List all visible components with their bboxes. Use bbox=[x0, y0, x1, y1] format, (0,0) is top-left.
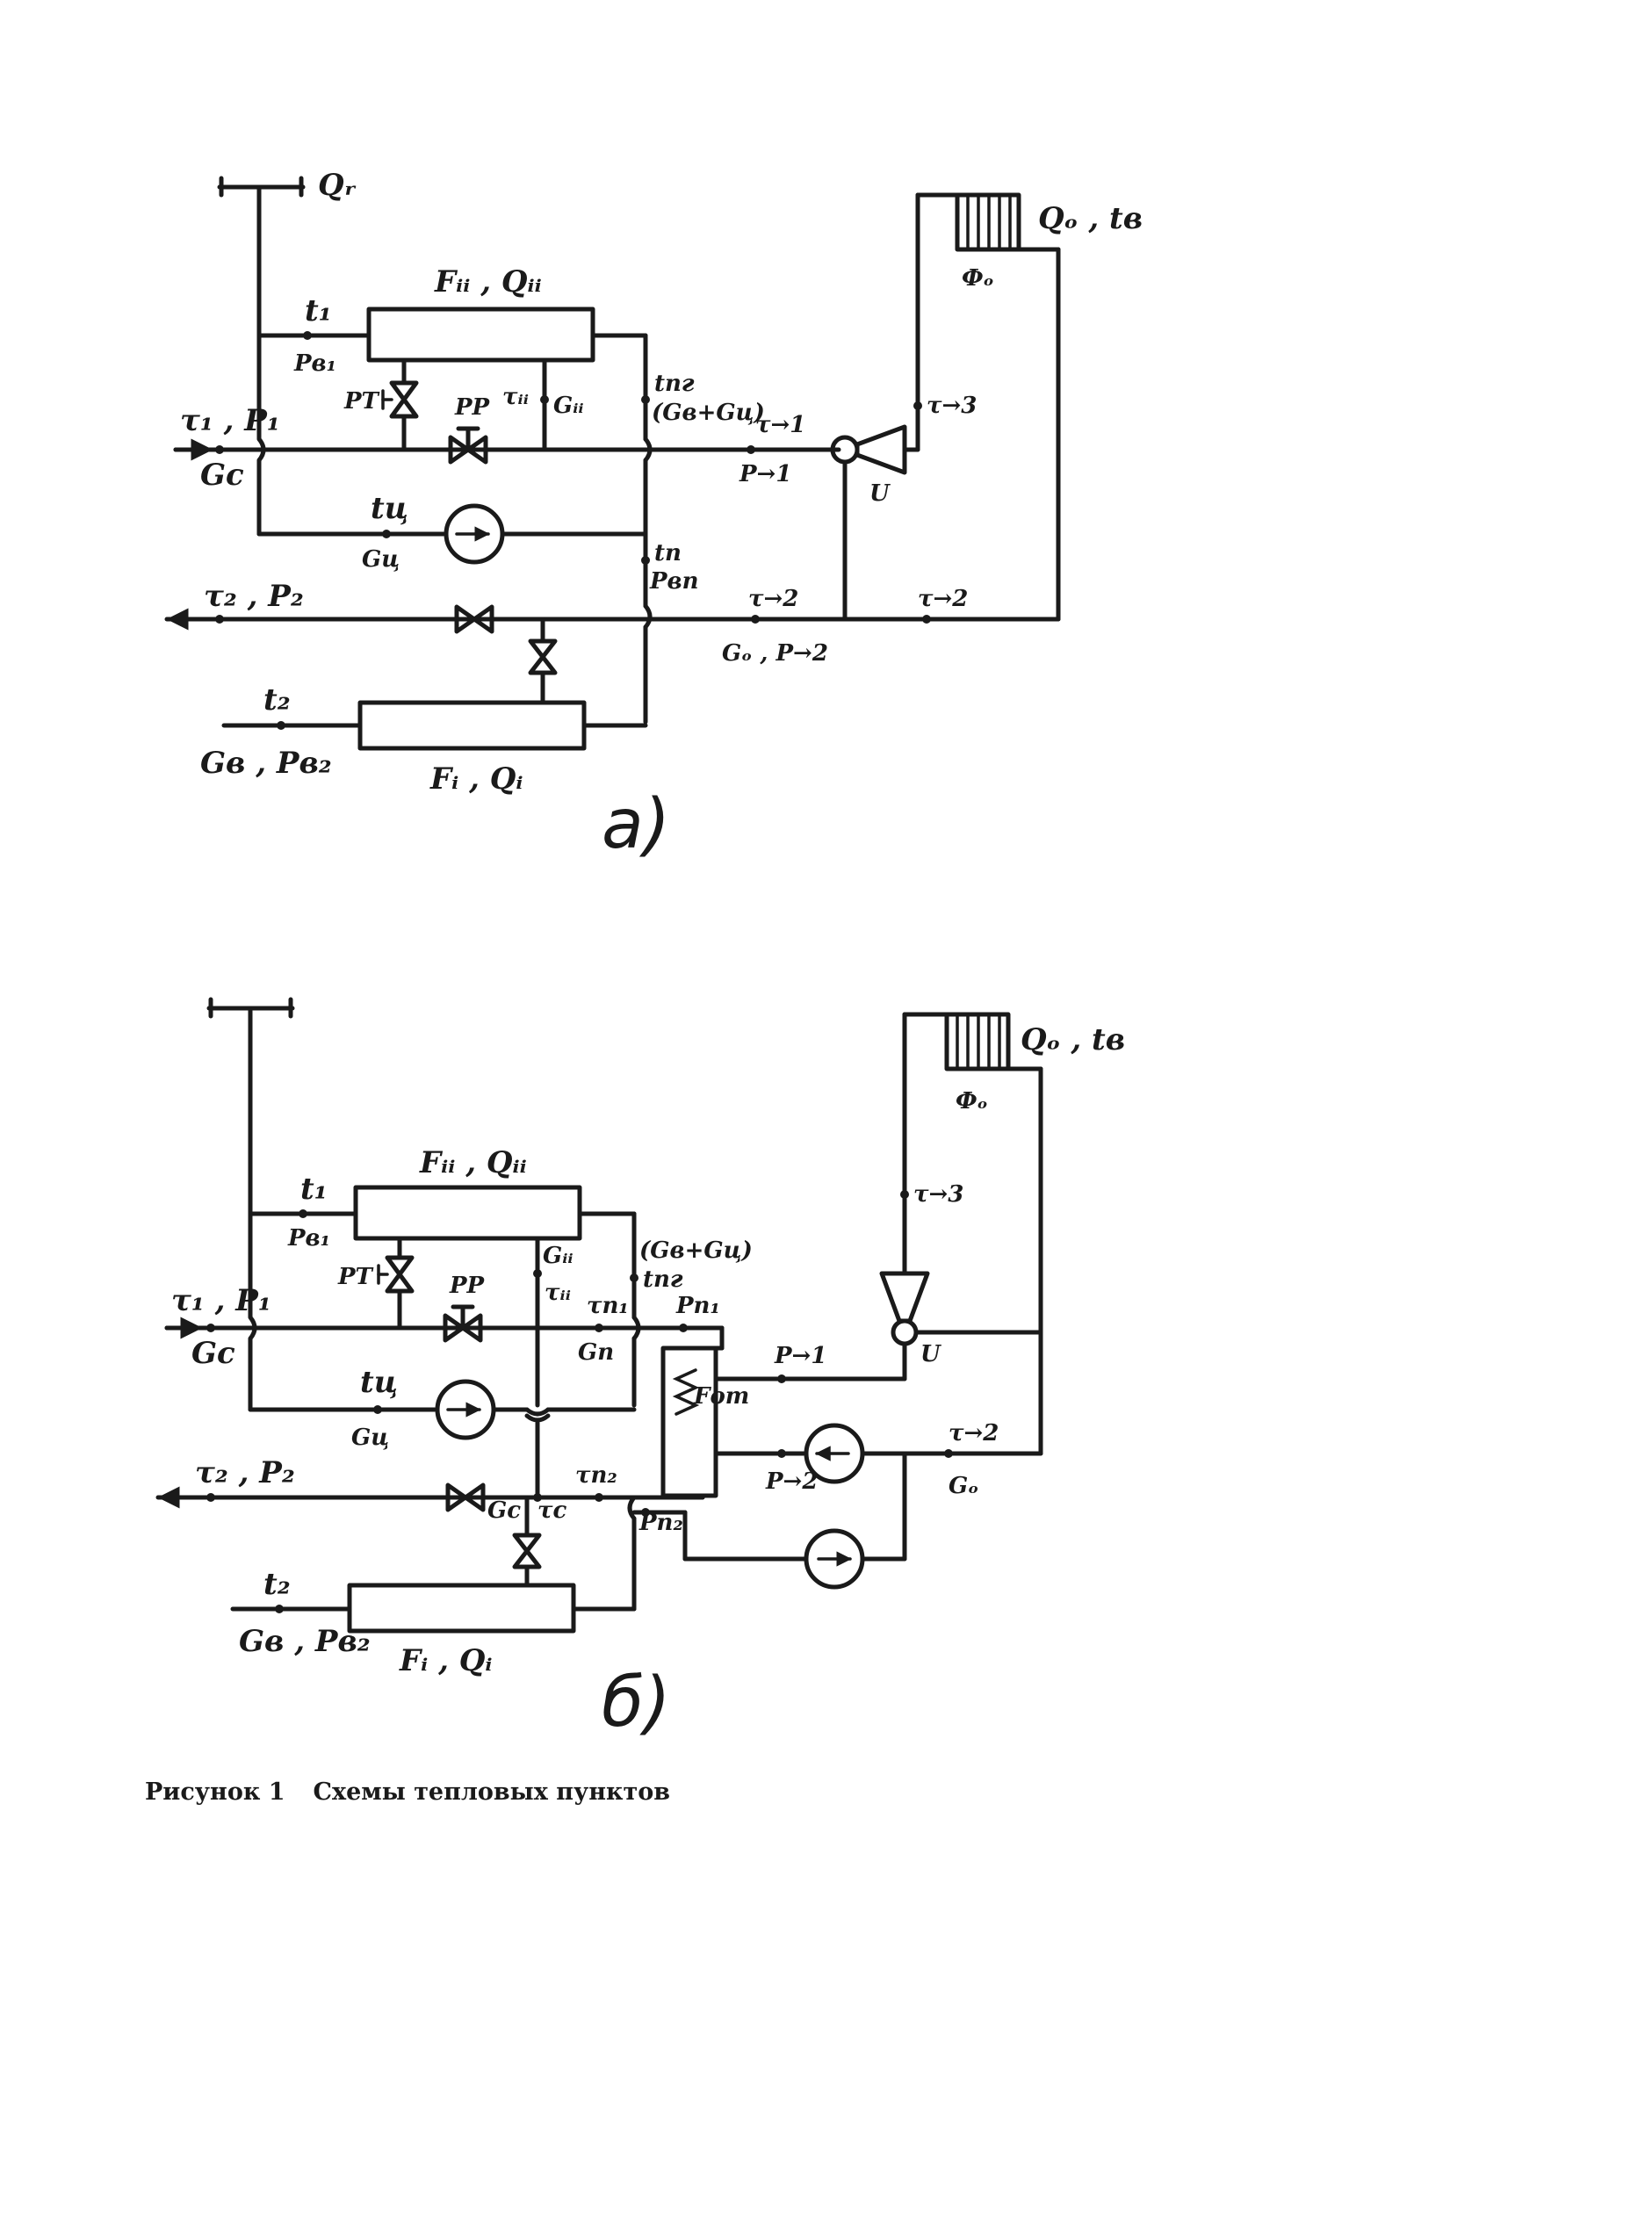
label-t1-a: t₁ bbox=[305, 293, 332, 328]
label-g-ii-a: Gᵢᵢ bbox=[553, 393, 584, 419]
hot-water-tap-a bbox=[217, 176, 306, 338]
label-tau-o1-a: τ→1 bbox=[755, 412, 805, 438]
panel-tag-a: а) bbox=[602, 785, 670, 864]
heat-exchanger-coil-b bbox=[672, 1368, 700, 1416]
label-pv-p-a: Pвп bbox=[649, 568, 699, 595]
label-tc-b: tц bbox=[360, 1365, 398, 1400]
label-heat-exchanger-b: Fот bbox=[693, 1383, 749, 1410]
rt-valve-b bbox=[377, 1236, 415, 1331]
label-heater-stage2-a: Fᵢᵢ , Qᵢᵢ bbox=[434, 264, 542, 299]
heater-stage2-a bbox=[366, 307, 595, 363]
label-radiator-b: Фₒ bbox=[956, 1088, 988, 1115]
heater-stage2-b bbox=[353, 1185, 582, 1241]
label-tc-a: tц bbox=[371, 491, 408, 526]
label-g-c2-b: Gс bbox=[487, 1497, 521, 1524]
heater-stage1-a bbox=[357, 700, 587, 751]
label-tau-ii-a: τᵢᵢ bbox=[502, 384, 529, 410]
radiator-a bbox=[915, 192, 1061, 622]
figure-title: Схемы тепловых пунктов bbox=[313, 1778, 671, 1806]
label-rr-a: РР bbox=[454, 394, 491, 421]
label-tau-p2-b: τп₂ bbox=[575, 1462, 617, 1489]
ejector-a bbox=[855, 424, 907, 475]
label-tau-p1-b: τп₁ bbox=[587, 1293, 629, 1319]
label-heater-stage2-b: Fᵢᵢ , Qᵢᵢ bbox=[419, 1145, 527, 1180]
rr-valve-b bbox=[443, 1304, 483, 1343]
label-tau-o3-b: τ→3 bbox=[913, 1181, 963, 1208]
label-gc-b: Gс bbox=[191, 1336, 235, 1371]
stage1-valve-a bbox=[528, 638, 558, 675]
label-tau-o2-right-a: τ→2 bbox=[918, 586, 968, 612]
label-supply-a: τ₁ , P₁ bbox=[180, 403, 280, 438]
heater-stage1-b bbox=[347, 1583, 576, 1634]
label-ejector-b: U bbox=[920, 1341, 941, 1367]
label-gcirc-a: Gц bbox=[362, 546, 400, 573]
label-gv-pv2-b: Gв , Pв₂ bbox=[239, 1624, 371, 1659]
ejector-nozzle-b bbox=[891, 1318, 919, 1346]
label-t-p-a: tп bbox=[654, 540, 682, 566]
label-p-p1-b: Pп₁ bbox=[675, 1293, 720, 1319]
label-gc-a: Gс bbox=[200, 458, 244, 493]
label-gcirc-b: Gц bbox=[351, 1425, 389, 1451]
label-t1-b: t₁ bbox=[300, 1172, 328, 1207]
label-g-sum-b: (Gв+Gц) bbox=[639, 1237, 753, 1264]
label-rt-a: РТ bbox=[343, 388, 380, 415]
label-g-p-b: Gп bbox=[578, 1339, 614, 1366]
heat-exchanger-b bbox=[660, 1345, 718, 1498]
label-p-o1-a: P→1 bbox=[739, 461, 791, 487]
label-return-a: τ₂ , P₂ bbox=[204, 579, 304, 614]
label-tau-o3-a: τ→3 bbox=[927, 393, 977, 419]
label-t-pg-a: tпг bbox=[654, 371, 695, 397]
label-heater-stage1-a: Fᵢ , Qᵢ bbox=[429, 761, 523, 797]
label-pv1-b: Pв₁ bbox=[287, 1225, 330, 1252]
label-radiator-load-a: Qₒ , tв bbox=[1038, 201, 1143, 236]
rr-valve-a bbox=[448, 426, 488, 465]
panel-a: Qᵣ Fᵢᵢ , Qᵢᵢ t₁ Pв₁ РТ τ₁ , P₁ Gс РР bbox=[164, 168, 1143, 864]
label-supply-b: τ₁ , P₁ bbox=[171, 1283, 271, 1318]
stage1-valve-b bbox=[512, 1533, 542, 1569]
label-g-o-b: Gₒ bbox=[949, 1473, 978, 1499]
figure-caption: Рисунок 1 Схемы тепловых пунктов bbox=[145, 1778, 698, 1806]
return-valve-b bbox=[445, 1483, 486, 1512]
label-tau-o2-left-a: τ→2 bbox=[748, 586, 798, 612]
label-rt-b: РТ bbox=[337, 1264, 374, 1290]
label-g-sum-a: (Gв+Gц) bbox=[652, 400, 765, 426]
radiator-b bbox=[902, 1012, 1043, 1456]
label-tau-o2-b: τ→2 bbox=[949, 1420, 999, 1446]
label-g-ii-b: Gᵢᵢ bbox=[543, 1243, 574, 1269]
label-p-o2-b: P→2 bbox=[765, 1468, 818, 1495]
label-t2-a: t₂ bbox=[263, 682, 291, 718]
label-p-o1-b: P→1 bbox=[774, 1343, 826, 1369]
hot-water-tap-b bbox=[206, 997, 295, 1216]
label-qr-a: Qᵣ bbox=[318, 168, 357, 203]
label-rr-b: РР bbox=[449, 1273, 486, 1299]
label-return-b: τ₂ , P₂ bbox=[195, 1455, 295, 1490]
label-ejector-a: U bbox=[869, 480, 891, 507]
label-tau-ii-b: τᵢᵢ bbox=[545, 1280, 571, 1306]
label-radiator-load-b: Qₒ , tв bbox=[1021, 1022, 1125, 1057]
label-gv-pv2-a: Gв , Pв₂ bbox=[200, 746, 332, 781]
label-radiator-a: Фₒ bbox=[962, 265, 994, 292]
label-tau-c-b: τс bbox=[537, 1497, 566, 1524]
panel-tag-b: б) bbox=[602, 1663, 671, 1742]
figure-label: Рисунок 1 bbox=[145, 1778, 285, 1806]
label-heater-stage1-b: Fᵢ , Qᵢ bbox=[399, 1643, 493, 1678]
return-valve-a bbox=[454, 604, 494, 634]
label-pv1-a: Pв₁ bbox=[293, 350, 336, 377]
rt-valve-a bbox=[381, 357, 419, 452]
label-go-po2-a: Gₒ , P→2 bbox=[722, 640, 828, 667]
panel-b: Fᵢᵢ , Qᵢᵢ t₁ Pв₁ РТ τ₁ , P₁ Gс РР bbox=[155, 997, 1125, 1742]
label-t2-b: t₂ bbox=[263, 1567, 291, 1602]
label-t-pg-b: tпг bbox=[643, 1266, 683, 1293]
ejector-b bbox=[879, 1271, 930, 1324]
